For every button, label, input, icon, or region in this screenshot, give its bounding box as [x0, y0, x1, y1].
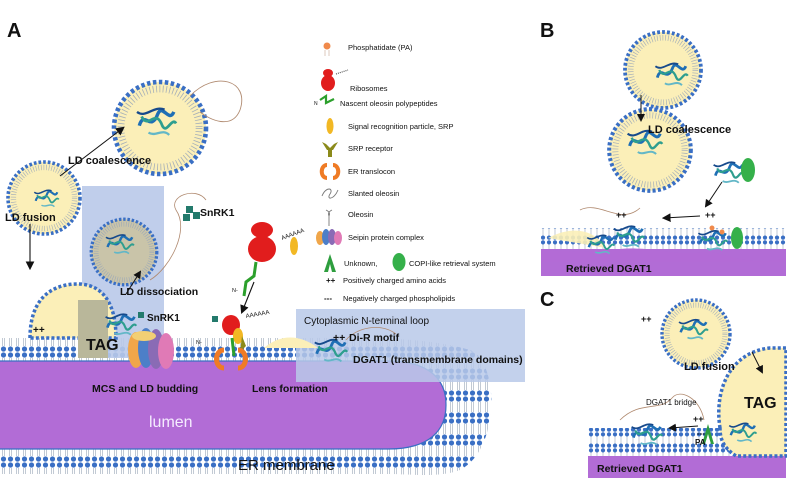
label-ld-dissociation: LD dissociation: [120, 286, 198, 298]
unknown-protein-c: [702, 424, 714, 444]
label-c-fusion: LD fusion: [684, 361, 735, 373]
retrieval-region-c: [588, 456, 786, 478]
panel-label-b: B: [540, 20, 554, 42]
srp: [290, 237, 298, 255]
legend-slanted: Slanted oleosin: [348, 189, 399, 198]
legend-srp-receptor: SRP receptor: [348, 144, 393, 153]
arrow-b-retrieval: [661, 213, 701, 223]
arrow-coalescence: [59, 126, 125, 177]
legend-srp: Signal recognition particle, SRP: [348, 122, 453, 131]
label-snrk1: SnRK1: [200, 207, 235, 219]
label-b-charge-2: ++: [705, 210, 716, 220]
seipin-complex: [128, 328, 174, 369]
panel-a: A LD coalescence LD fusion SnRK1 LD diss…: [0, 20, 525, 475]
label-n-term: N-: [232, 288, 238, 294]
lipid-droplet: [89, 217, 159, 287]
label-n-term-2: N-: [196, 340, 202, 346]
arrow-translation: [240, 281, 255, 315]
legend-pos-symbol: ++: [326, 276, 336, 285]
panel-label-c: C: [540, 289, 554, 311]
unknown-protein-icon: [324, 254, 336, 272]
label-b-retrieved: Retrieved DGAT1: [566, 263, 652, 275]
legend-n-symbol: N: [314, 101, 318, 107]
tag-droplet-c: [717, 346, 787, 458]
label-c-retrieved: Retrieved DGAT1: [597, 463, 683, 475]
label-c-charge-top: ++: [641, 314, 652, 324]
label-lumen: lumen: [149, 414, 193, 431]
lipid-droplet: [662, 300, 730, 368]
tag-core: [78, 300, 108, 358]
label-mcs-budding: MCS and LD budding: [92, 383, 198, 395]
srp-icon: [326, 118, 334, 134]
ribosome-icon: [321, 69, 349, 91]
dgat1-info-box: [296, 309, 525, 382]
srp-receptor-icon: [322, 142, 338, 157]
label-snrk1-mid: SnRK1: [147, 313, 180, 324]
label-dir-motif: Di-R motif: [349, 332, 400, 344]
panel-label-a: A: [7, 20, 21, 42]
label-dgat1-tm: DGAT1 (transmembrane domains): [353, 354, 523, 366]
legend-nascent: Nascent oleosin polypeptides: [340, 99, 438, 108]
panel-b: B LD coalescence ++ ++ Retrieved DGAT1: [540, 20, 786, 276]
label-ld-coalescence: LD coalescence: [68, 155, 151, 167]
er-lumen: [0, 361, 446, 449]
label-ld-fusion: LD fusion: [5, 212, 56, 224]
label-b-coalescence: LD coalescence: [648, 124, 731, 136]
label-er-membrane: ER membrane: [238, 457, 335, 474]
slanted-oleosin-icon: [321, 188, 339, 199]
pa-icon: [323, 42, 331, 56]
arrow-c-bridge: [668, 423, 699, 432]
snrk1-kinase: [183, 206, 200, 221]
label-c-tag: TAG: [744, 395, 777, 412]
translocon-icon: [319, 163, 341, 180]
ribosome-translocon: [212, 315, 248, 371]
legend-pa: Phosphatidate (PA): [348, 43, 413, 52]
legend-copi: COPI-like retrieval system: [409, 259, 496, 268]
label-polya-2: AAAAAA: [245, 310, 270, 320]
lipid-droplet: [625, 32, 701, 108]
label-lens-formation: Lens formation: [252, 383, 328, 395]
slanted-oleosin: [189, 80, 243, 122]
legend-neg: Negatively charged phospholipids: [343, 294, 455, 303]
arrow-dissociation: [125, 270, 142, 295]
legend-ribosomes: Ribosomes: [350, 84, 388, 93]
label-c-bridge: DGAT1 bridge: [646, 398, 697, 407]
legend: Phosphatidate (PA) Ribosomes N Nascent o…: [314, 42, 496, 303]
lipid-droplet: [609, 109, 691, 191]
label-b-charge-1: ++: [616, 210, 627, 220]
protein: [712, 160, 746, 185]
arrow-c-fusion: [751, 351, 763, 374]
seipin-icon: [316, 229, 342, 245]
legend-unknown: Unknown,: [344, 259, 377, 268]
snrk1-kinase: [138, 312, 144, 318]
ribosome: [242, 222, 276, 297]
legend-neg-symbol: ---: [324, 294, 332, 303]
label-c-pa: PA: [695, 438, 706, 447]
lens: [264, 337, 318, 348]
label-c-charge: ++: [693, 414, 704, 424]
label-charge: ++: [33, 325, 45, 336]
legend-pos: Positively charged amino acids: [343, 276, 446, 285]
label-dir-charge: ++: [333, 332, 345, 344]
legend-translocon: ER translocon: [348, 167, 395, 176]
legend-oleosin: Oleosin: [348, 210, 373, 219]
label-cyto-loop: Cytoplasmic N-terminal loop: [304, 316, 429, 327]
oleosin-icon: [325, 209, 333, 226]
copi-icon: [392, 253, 406, 271]
copi-complex: [741, 158, 755, 182]
nascent-polypeptide-icon: [319, 93, 335, 105]
legend-seipin: Seipin protein complex: [348, 233, 424, 242]
panel-c: C ++ LD fusion TAG DGAT1 bridge ++ --- P…: [540, 289, 787, 478]
label-c-neg: ---: [697, 429, 705, 438]
label-tag: TAG: [86, 337, 119, 354]
copi-complex: [731, 227, 743, 249]
arrow-b-recruit: [704, 181, 723, 208]
